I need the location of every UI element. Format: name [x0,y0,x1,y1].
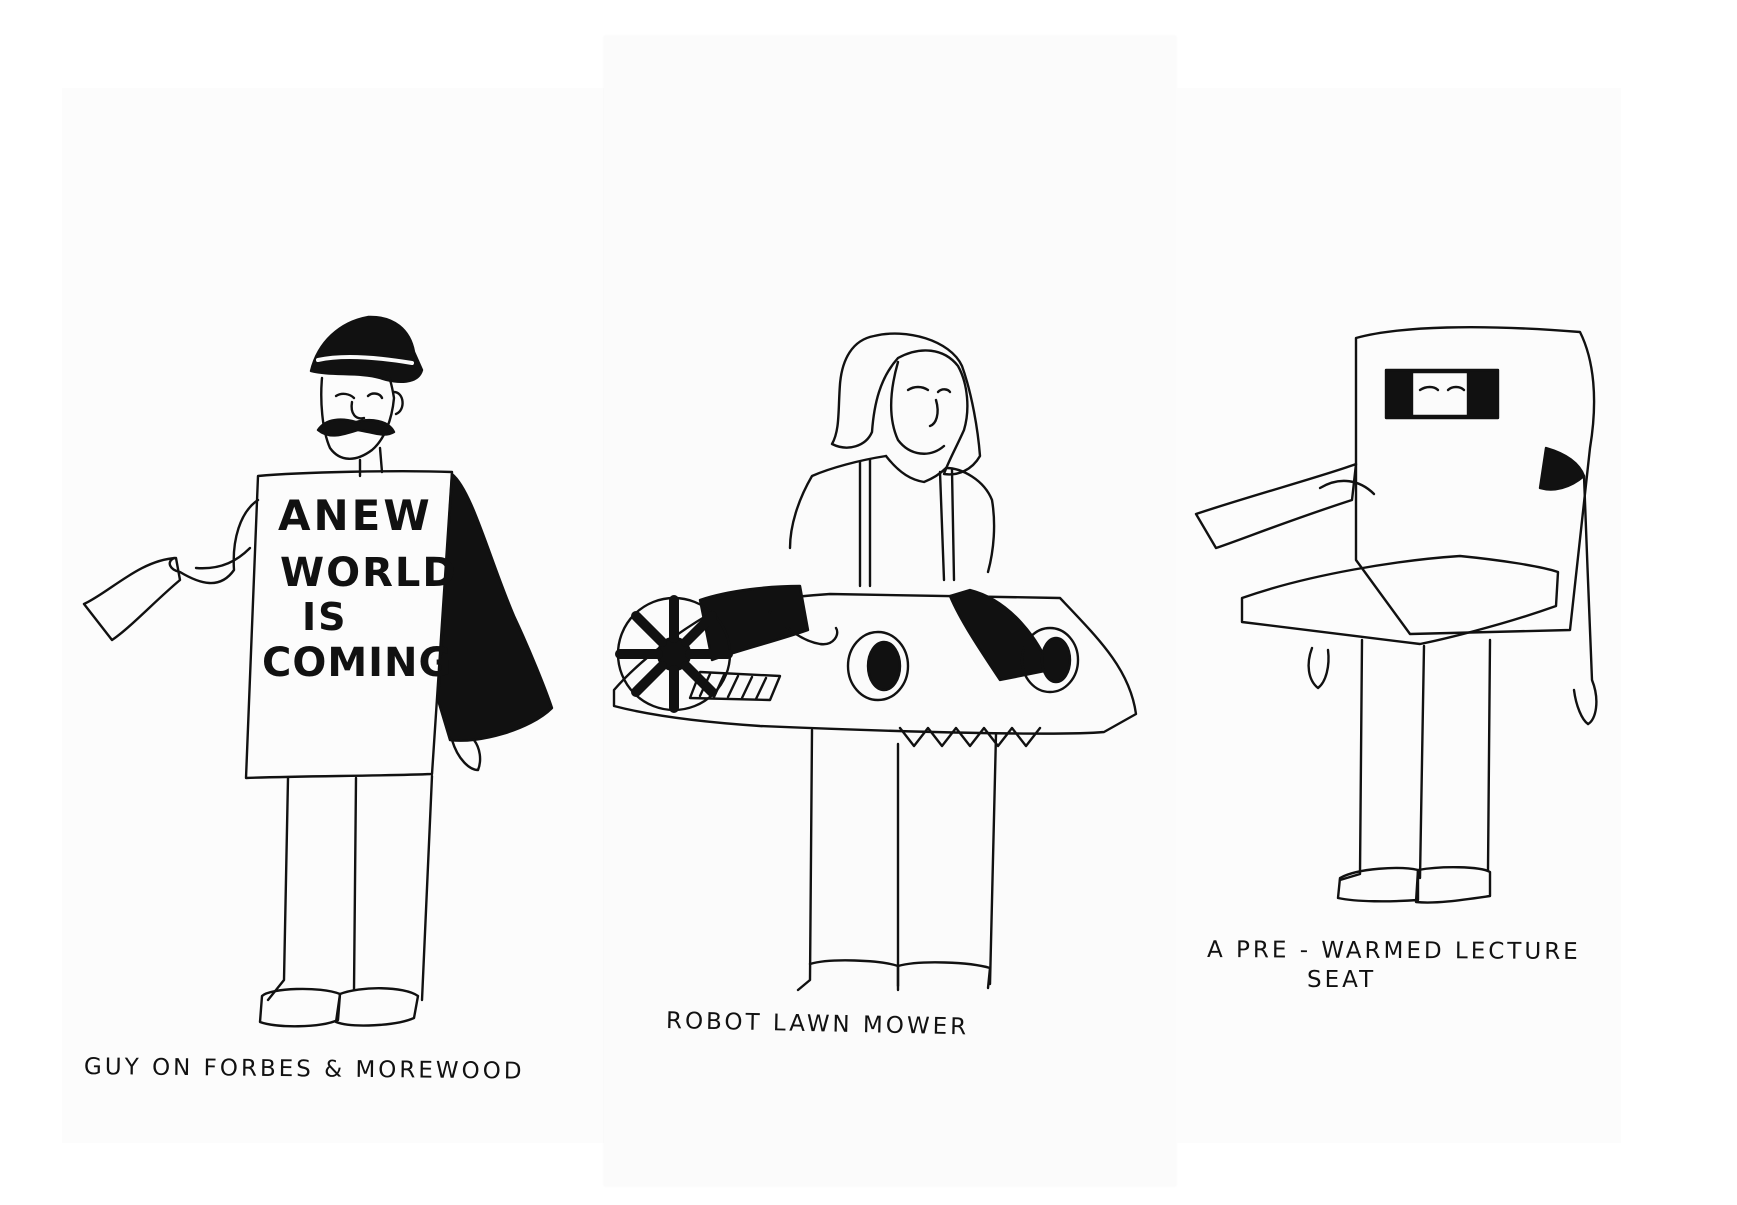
center-wheel-inner [866,640,902,692]
suspender-left [858,458,872,588]
caption-lecture-seat-line-1: A PRE - WARMED LECTURE [1206,937,1581,965]
right-wheel-inner [1040,636,1072,684]
paper-sheet-left [62,88,622,1143]
mustache [316,418,396,437]
right-leg [420,774,434,1002]
v-neck [884,454,948,484]
right-hand [1572,688,1590,726]
seat-back [1354,326,1596,636]
left-leg [1338,638,1364,882]
right-shoe [896,961,992,990]
hatch-lines [698,672,768,701]
left-arm-inner [194,546,252,570]
right-shoe [334,987,420,1027]
right-wheel [1020,626,1080,694]
right-leg [988,732,998,986]
right-arm [1582,474,1598,726]
back-board [436,472,554,742]
left-eye [906,385,930,392]
nose [350,400,366,420]
sandwich-board-man-figure: ANEW WORLD IS COMING [82,315,554,1028]
left-leg [796,728,814,992]
fedora-hat [309,315,424,383]
hat-band [316,354,414,365]
paper-sheet-middle [604,36,1176,1186]
left-arm [168,498,260,585]
mower-dark-panel-right [948,588,1052,682]
eye-slot-face [1410,370,1470,418]
sign-line-4: COMING [262,640,452,686]
suspender-right [938,468,956,582]
hand-on-mower [768,610,839,646]
left-hand [1307,646,1330,690]
mower-teeth [898,726,1042,748]
hatch-area [688,670,782,702]
right-shoe [1414,866,1492,904]
caption-guy-on-forbes: GUY ON FORBES & MOREWOOD [83,1054,525,1085]
desk-tablet [1194,462,1358,550]
leg-divider [352,776,358,992]
sign-line-1: ANEW [278,491,433,540]
left-eye [1418,385,1440,392]
neck [358,446,384,478]
right-hand [450,738,482,772]
desk-tablet-notch [1318,479,1376,496]
right-leg [1486,638,1492,872]
nose [928,398,939,428]
sign-line-2: WORLD [280,550,458,596]
ear [392,390,404,416]
face [890,360,946,455]
caption-lecture-seat-line-2: SEAT [1307,967,1377,993]
shirt [788,454,996,574]
left-shoe [808,959,900,988]
seat-pan [1240,554,1560,646]
right-eye [936,388,952,394]
sign-line-3: IS [302,595,348,639]
left-wheel-spokes [615,595,733,713]
right-eye [1446,385,1466,392]
lecture-seat-figure [1194,326,1598,904]
center-wheel [846,630,910,702]
hair [830,332,982,476]
robot-lawn-mower-figure [612,332,1138,992]
left-leg [266,776,290,1002]
flyer [82,556,182,642]
left-eye [334,392,356,400]
leg-divider [1418,644,1426,880]
right-eye [366,392,384,400]
left-shoe [1336,866,1420,903]
mower-dark-panel [698,584,810,662]
dark-sleeve [1538,446,1586,491]
paper-sheet-right [1176,88,1621,1143]
sandwich-board [244,470,454,780]
